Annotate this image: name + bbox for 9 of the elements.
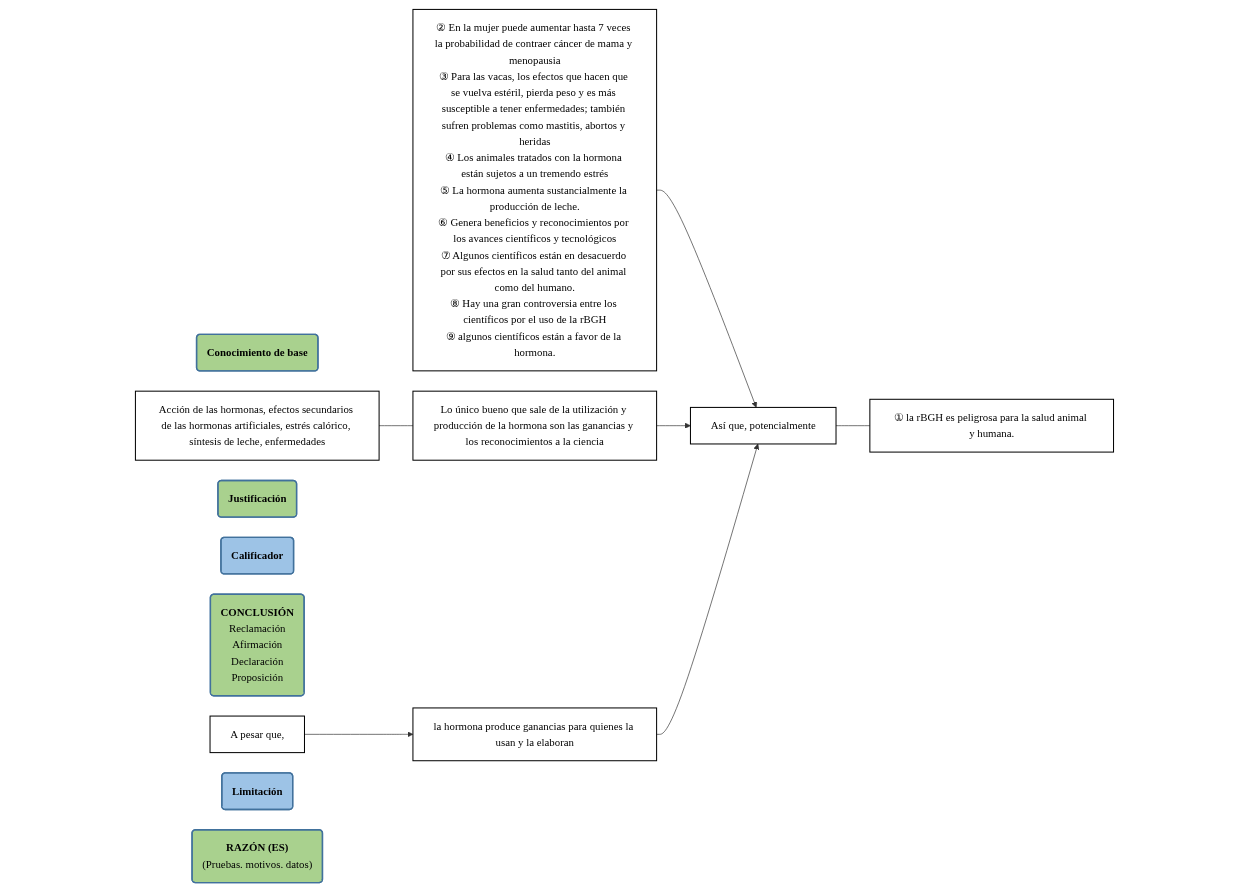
node-box: A pesar que,: [209, 715, 305, 754]
node-box: Lo único bueno que sale de la utilización y producción de la hormona son las ganancias y los reconocimientos a la ciencia: [411, 390, 657, 461]
connector: [835, 425, 870, 427]
connector: [378, 425, 413, 427]
node-box: Acción de las hormonas, efectos secundarios de las hormonas artificiales, estrés calórico, síntesis de leche, enfermedades: [134, 390, 380, 461]
node-box: ② En la mujer puede aumentar hasta 7 veces la probabilidad de contraer cáncer de mama y menopausia ③ Para las vacas, los efectos que hacen que se vuelva estéril, pierda peso y es más susceptible a tener enfermedades; también sufren problemas como mastitis, abortos y heridas ④ Los animales tratados con la hormona están sujetos a un tremendo estrés ⑤ La hormona aumenta sustancialmente la producción de leche. ⑥ Genera beneficios y reconocimientos por los avances científicos y tecnológicos ⑦ Algunos científicos están en desacuerdo por sus efectos en la salud tanto del animal como del humano. ⑧ Hay una gran controversia entre los científicos por el uso de la rBGH ⑨ algunos científicos están a favor de la hormona.: [411, 8, 657, 372]
node-box: ① la rBGH es peligrosa para la salud animal y humana.: [868, 398, 1114, 453]
node-box: Así que, potencialmente: [689, 406, 837, 445]
node-box: la hormona produce ganancias para quienes la usan y la elaboran: [411, 707, 657, 762]
